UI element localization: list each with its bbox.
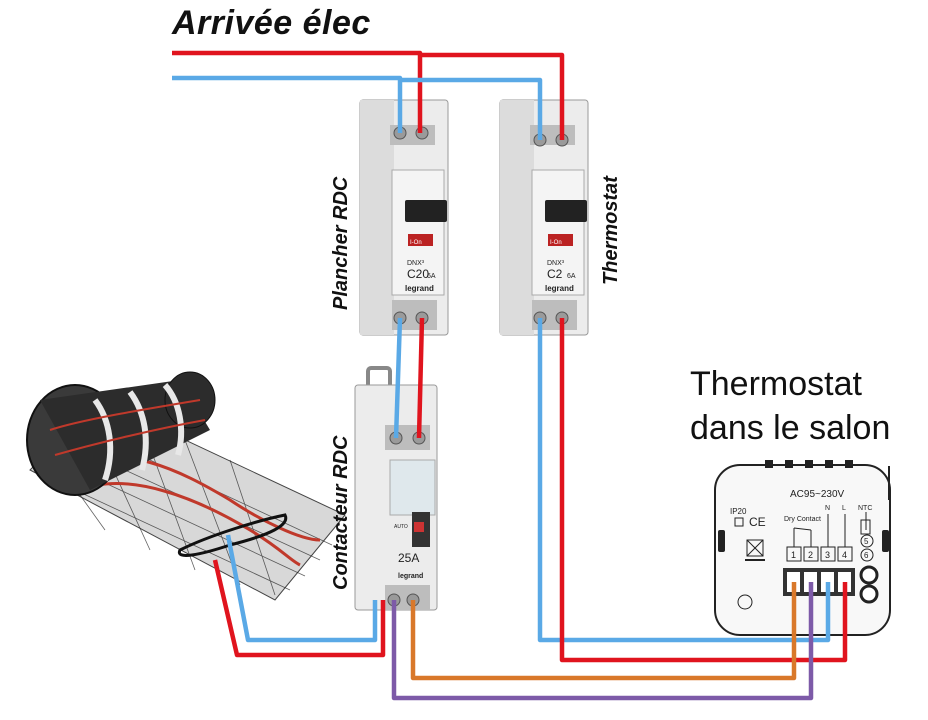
breaker-plancher	[359, 99, 449, 336]
wire-b1-contactor-live	[416, 317, 425, 439]
wire-b2-thermostat-live	[559, 318, 848, 663]
supply-title: Arrivée élec	[172, 4, 371, 42]
label-thermostat-room-line1: Thermostat	[690, 365, 862, 403]
label-thermostat-room-line2: dans le salon	[690, 409, 891, 447]
b2-current: 6A	[567, 273, 576, 280]
thermostat-ce: CE	[749, 515, 766, 529]
wire-supply-neutral-b2	[400, 77, 543, 140]
terminal-2: 2	[808, 550, 813, 560]
b2-on: I-On	[550, 240, 562, 246]
b1-maker: legrand	[405, 284, 434, 293]
thermostat-ntc: NTC	[858, 505, 872, 512]
wires	[172, 50, 848, 701]
contactor	[354, 366, 438, 611]
terminal-1: 1	[791, 550, 796, 560]
terminal-4: 4	[842, 550, 847, 560]
terminal-3: 3	[825, 550, 830, 560]
terminal-5: 5	[864, 537, 869, 546]
thermostat-l: L	[842, 505, 846, 512]
breaker-thermostat	[499, 99, 589, 336]
label-contacteur: Contacteur RDC	[330, 435, 352, 590]
b2-rating: C2	[547, 267, 563, 281]
wire-b1-contactor-neutral	[393, 317, 403, 439]
contactor-rating: 25A	[398, 551, 419, 565]
thermostat-ip: IP20	[730, 507, 747, 516]
label-thermostat-breaker: Thermostat	[600, 176, 622, 285]
b1-current: 6A	[427, 273, 436, 280]
thermostat-dry-contact: Dry Contact	[784, 516, 821, 523]
contactor-auto: AUTO	[394, 524, 408, 530]
wire-mat-live	[212, 559, 386, 658]
b1-brand: DNX³	[407, 260, 425, 267]
label-plancher: Plancher RDC	[330, 176, 352, 310]
heating-mat	[26, 371, 346, 601]
wall-thermostat	[714, 460, 891, 636]
wire-coil-orange	[410, 582, 797, 681]
thermostat-voltage: AC95~230V	[790, 489, 845, 500]
wire-coil-purple	[391, 582, 814, 701]
thermostat-n: N	[825, 505, 830, 512]
wire-b2-thermostat-neutral	[537, 318, 831, 643]
label-thermostat-room: Thermostat dans le salon	[690, 362, 890, 450]
wire-supply-live-b2	[420, 52, 565, 140]
b1-rating: C20	[407, 267, 429, 281]
contactor-maker: legrand	[398, 573, 423, 580]
terminal-6: 6	[864, 551, 869, 560]
b2-maker: legrand	[545, 284, 574, 293]
wire-mat-neutral	[225, 534, 378, 643]
b1-on: I-On	[410, 240, 422, 246]
b2-brand: DNX³	[547, 260, 565, 267]
